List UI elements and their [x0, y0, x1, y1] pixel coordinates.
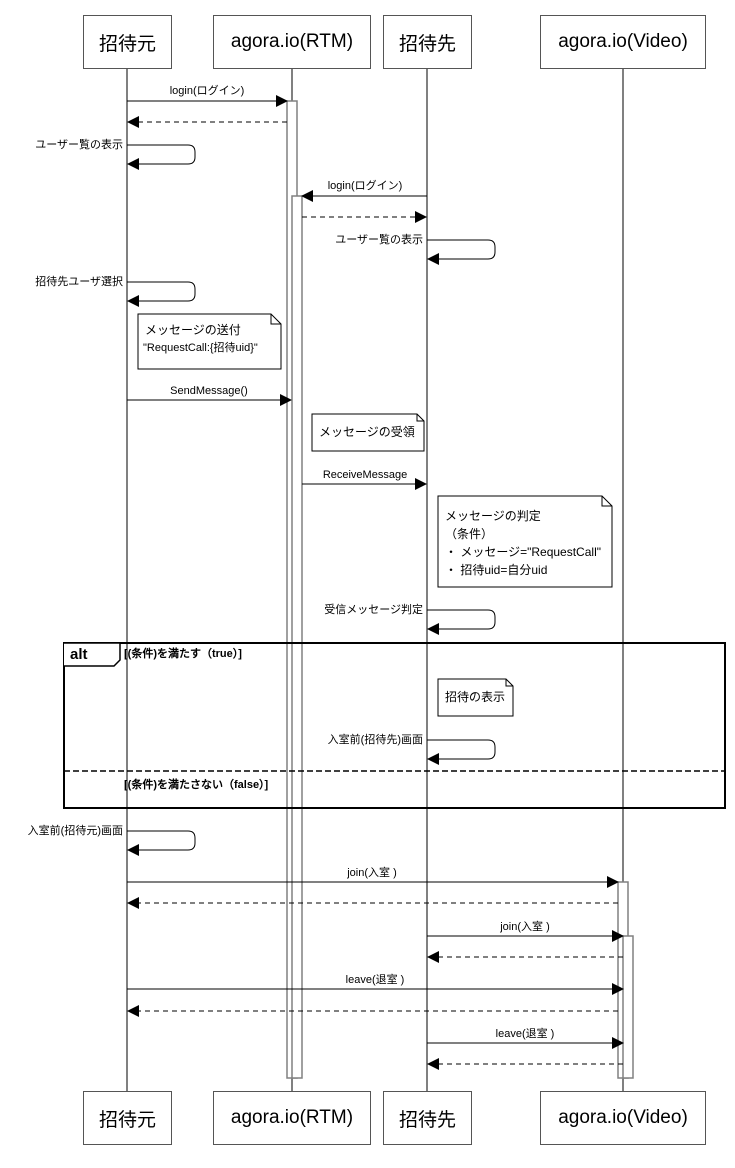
note-send-line: メッセージの送付 [145, 323, 241, 337]
msg-label-sendmessage: SendMessage() [170, 385, 248, 397]
note-send-line: "RequestCall:{招待uid}" [143, 342, 258, 354]
msg-label-prejoin-inviter: 入室前(招待元)画面 [27, 825, 123, 837]
msg-self-select-invitee [127, 281, 196, 307]
note-judge: メッセージの判定 （条件） ・ メッセージ="RequestCall" ・ 招待… [439, 502, 607, 584]
msg-label-login-inviter: login(ログイン) [169, 85, 245, 97]
activation-rtm-2 [291, 195, 303, 1079]
note-judge-line: メッセージの判定 [445, 509, 541, 523]
msg-self-prejoin-inviter [127, 830, 196, 856]
actor-label: agora.io(RTM) [230, 31, 354, 52]
actor-bottom-inviter: 招待元 [83, 1091, 172, 1145]
alt-guard-true: [(条件)を満たす（true）] [124, 648, 242, 660]
note-send: メッセージの送付 "RequestCall:{招待uid}" [139, 316, 264, 362]
note-receive-line: メッセージの受領 [319, 425, 415, 439]
alt-guard-false: [(条件)を満たさない（false）] [124, 779, 269, 791]
alt-tag-label: alt [70, 646, 88, 663]
note-invite-display: 招待の表示 [439, 683, 511, 711]
note-send-shape [137, 313, 282, 370]
msg-self-prejoin-invitee [427, 739, 496, 765]
actor-top-inviter: 招待元 [83, 15, 172, 69]
note-judge-shape [437, 495, 613, 588]
note-judge-line: （条件） [445, 527, 494, 541]
msg-label-login-invitee: login(ログイン) [327, 180, 403, 192]
alt-tag-pentagon [64, 642, 121, 667]
actor-label: agora.io(RTM) [230, 1107, 354, 1128]
msg-label-userlist-inviter: ユーザー覧の表示 [35, 139, 123, 151]
actor-bottom-invitee: 招待先 [383, 1091, 472, 1145]
actor-label: 招待元 [98, 33, 156, 55]
activation-video-2 [622, 935, 634, 1079]
msg-label-leave-inviter: leave(退室 ) [345, 974, 405, 986]
note-judge-line: ・ 招待uid=自分uid [445, 563, 548, 577]
note-invite-shape [437, 678, 514, 717]
actor-top-video: agora.io(Video) [540, 15, 706, 69]
note-receive: メッセージの受領 [313, 418, 421, 446]
actor-label: 招待元 [98, 1109, 156, 1131]
msg-label-judge: 受信メッセージ判定 [324, 604, 423, 616]
actor-bottom-video: agora.io(Video) [540, 1091, 706, 1145]
msg-label-leave-invitee: leave(退室 ) [495, 1028, 555, 1040]
actor-top-rtm: agora.io(RTM) [213, 15, 371, 69]
actor-top-invitee: 招待先 [383, 15, 472, 69]
actor-label: 招待先 [398, 33, 456, 55]
msg-label-userlist-invitee: ユーザー覧の表示 [335, 234, 423, 246]
note-receive-shape [311, 413, 425, 452]
msg-label-join-invitee: join(入室 ) [500, 921, 550, 933]
msg-label-receivemessage: ReceiveMessage [322, 469, 408, 481]
actor-label: agora.io(Video) [558, 31, 688, 52]
actor-label: agora.io(Video) [558, 1107, 688, 1128]
note-judge-line: ・ メッセージ="RequestCall" [445, 545, 601, 559]
actor-label: 招待先 [398, 1109, 456, 1131]
msg-self-judge [427, 609, 496, 635]
msg-label-select-invitee: 招待先ユーザ選択 [35, 276, 123, 288]
note-invite-line: 招待の表示 [445, 690, 506, 704]
actor-bottom-rtm: agora.io(RTM) [213, 1091, 371, 1145]
msg-self-userlist-inviter [127, 144, 196, 170]
msg-label-prejoin-invitee: 入室前(招待先)画面 [327, 734, 423, 746]
alt-fragment-frame [63, 642, 726, 809]
msg-label-join-inviter: join(入室 ) [347, 867, 397, 879]
msg-self-userlist-invitee [427, 239, 496, 265]
